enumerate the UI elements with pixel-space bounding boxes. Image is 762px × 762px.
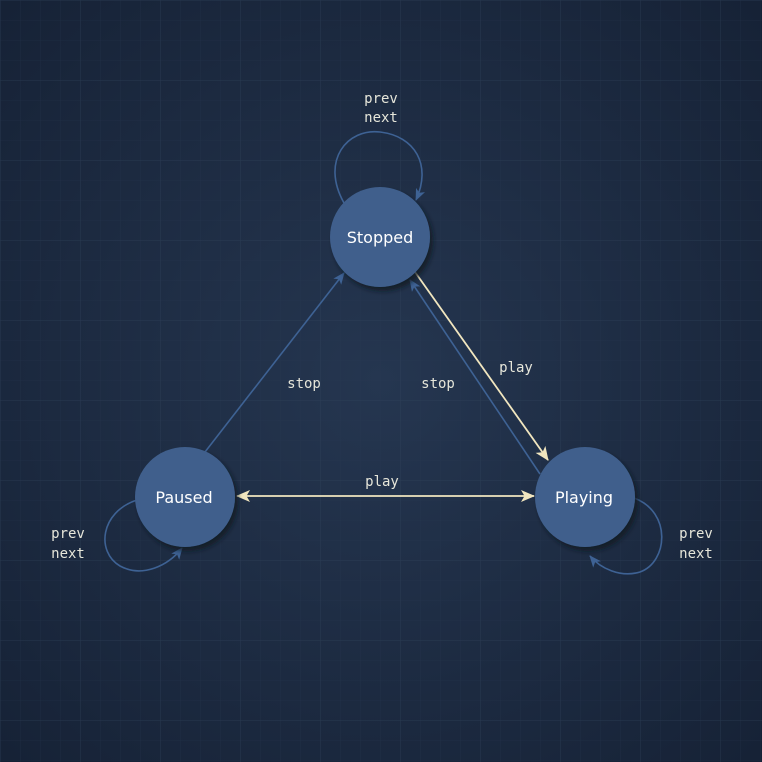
label-paused-self-next: next	[51, 546, 85, 562]
state-label-playing: Playing	[555, 488, 613, 507]
label-paused-playing: play	[365, 474, 399, 490]
label-playing-to-stopped: stop	[421, 376, 455, 392]
label-stopped-to-playing: play	[499, 360, 533, 376]
self-loop-playing	[589, 497, 663, 575]
edge-paused-to-stopped	[204, 272, 345, 453]
state-label-stopped: Stopped	[347, 228, 414, 247]
edge-stopped-to-playing	[414, 271, 549, 461]
state-label-paused: Paused	[155, 488, 212, 507]
self-loop-stopped	[334, 130, 426, 204]
label-paused-self-prev: prev	[51, 526, 85, 542]
label-paused-to-stopped: stop	[287, 376, 321, 392]
self-loop-paused	[104, 499, 183, 572]
label-playing-self-prev: prev	[679, 526, 713, 542]
state-node-paused[interactable]: Paused	[135, 447, 235, 547]
label-stopped-self-next: next	[364, 110, 398, 126]
label-playing-self-next: next	[679, 546, 713, 562]
label-stopped-self-prev: prev	[364, 91, 398, 107]
edge-playing-to-stopped	[409, 279, 541, 475]
state-node-stopped[interactable]: Stopped	[330, 187, 430, 287]
state-node-playing[interactable]: Playing	[535, 447, 635, 547]
